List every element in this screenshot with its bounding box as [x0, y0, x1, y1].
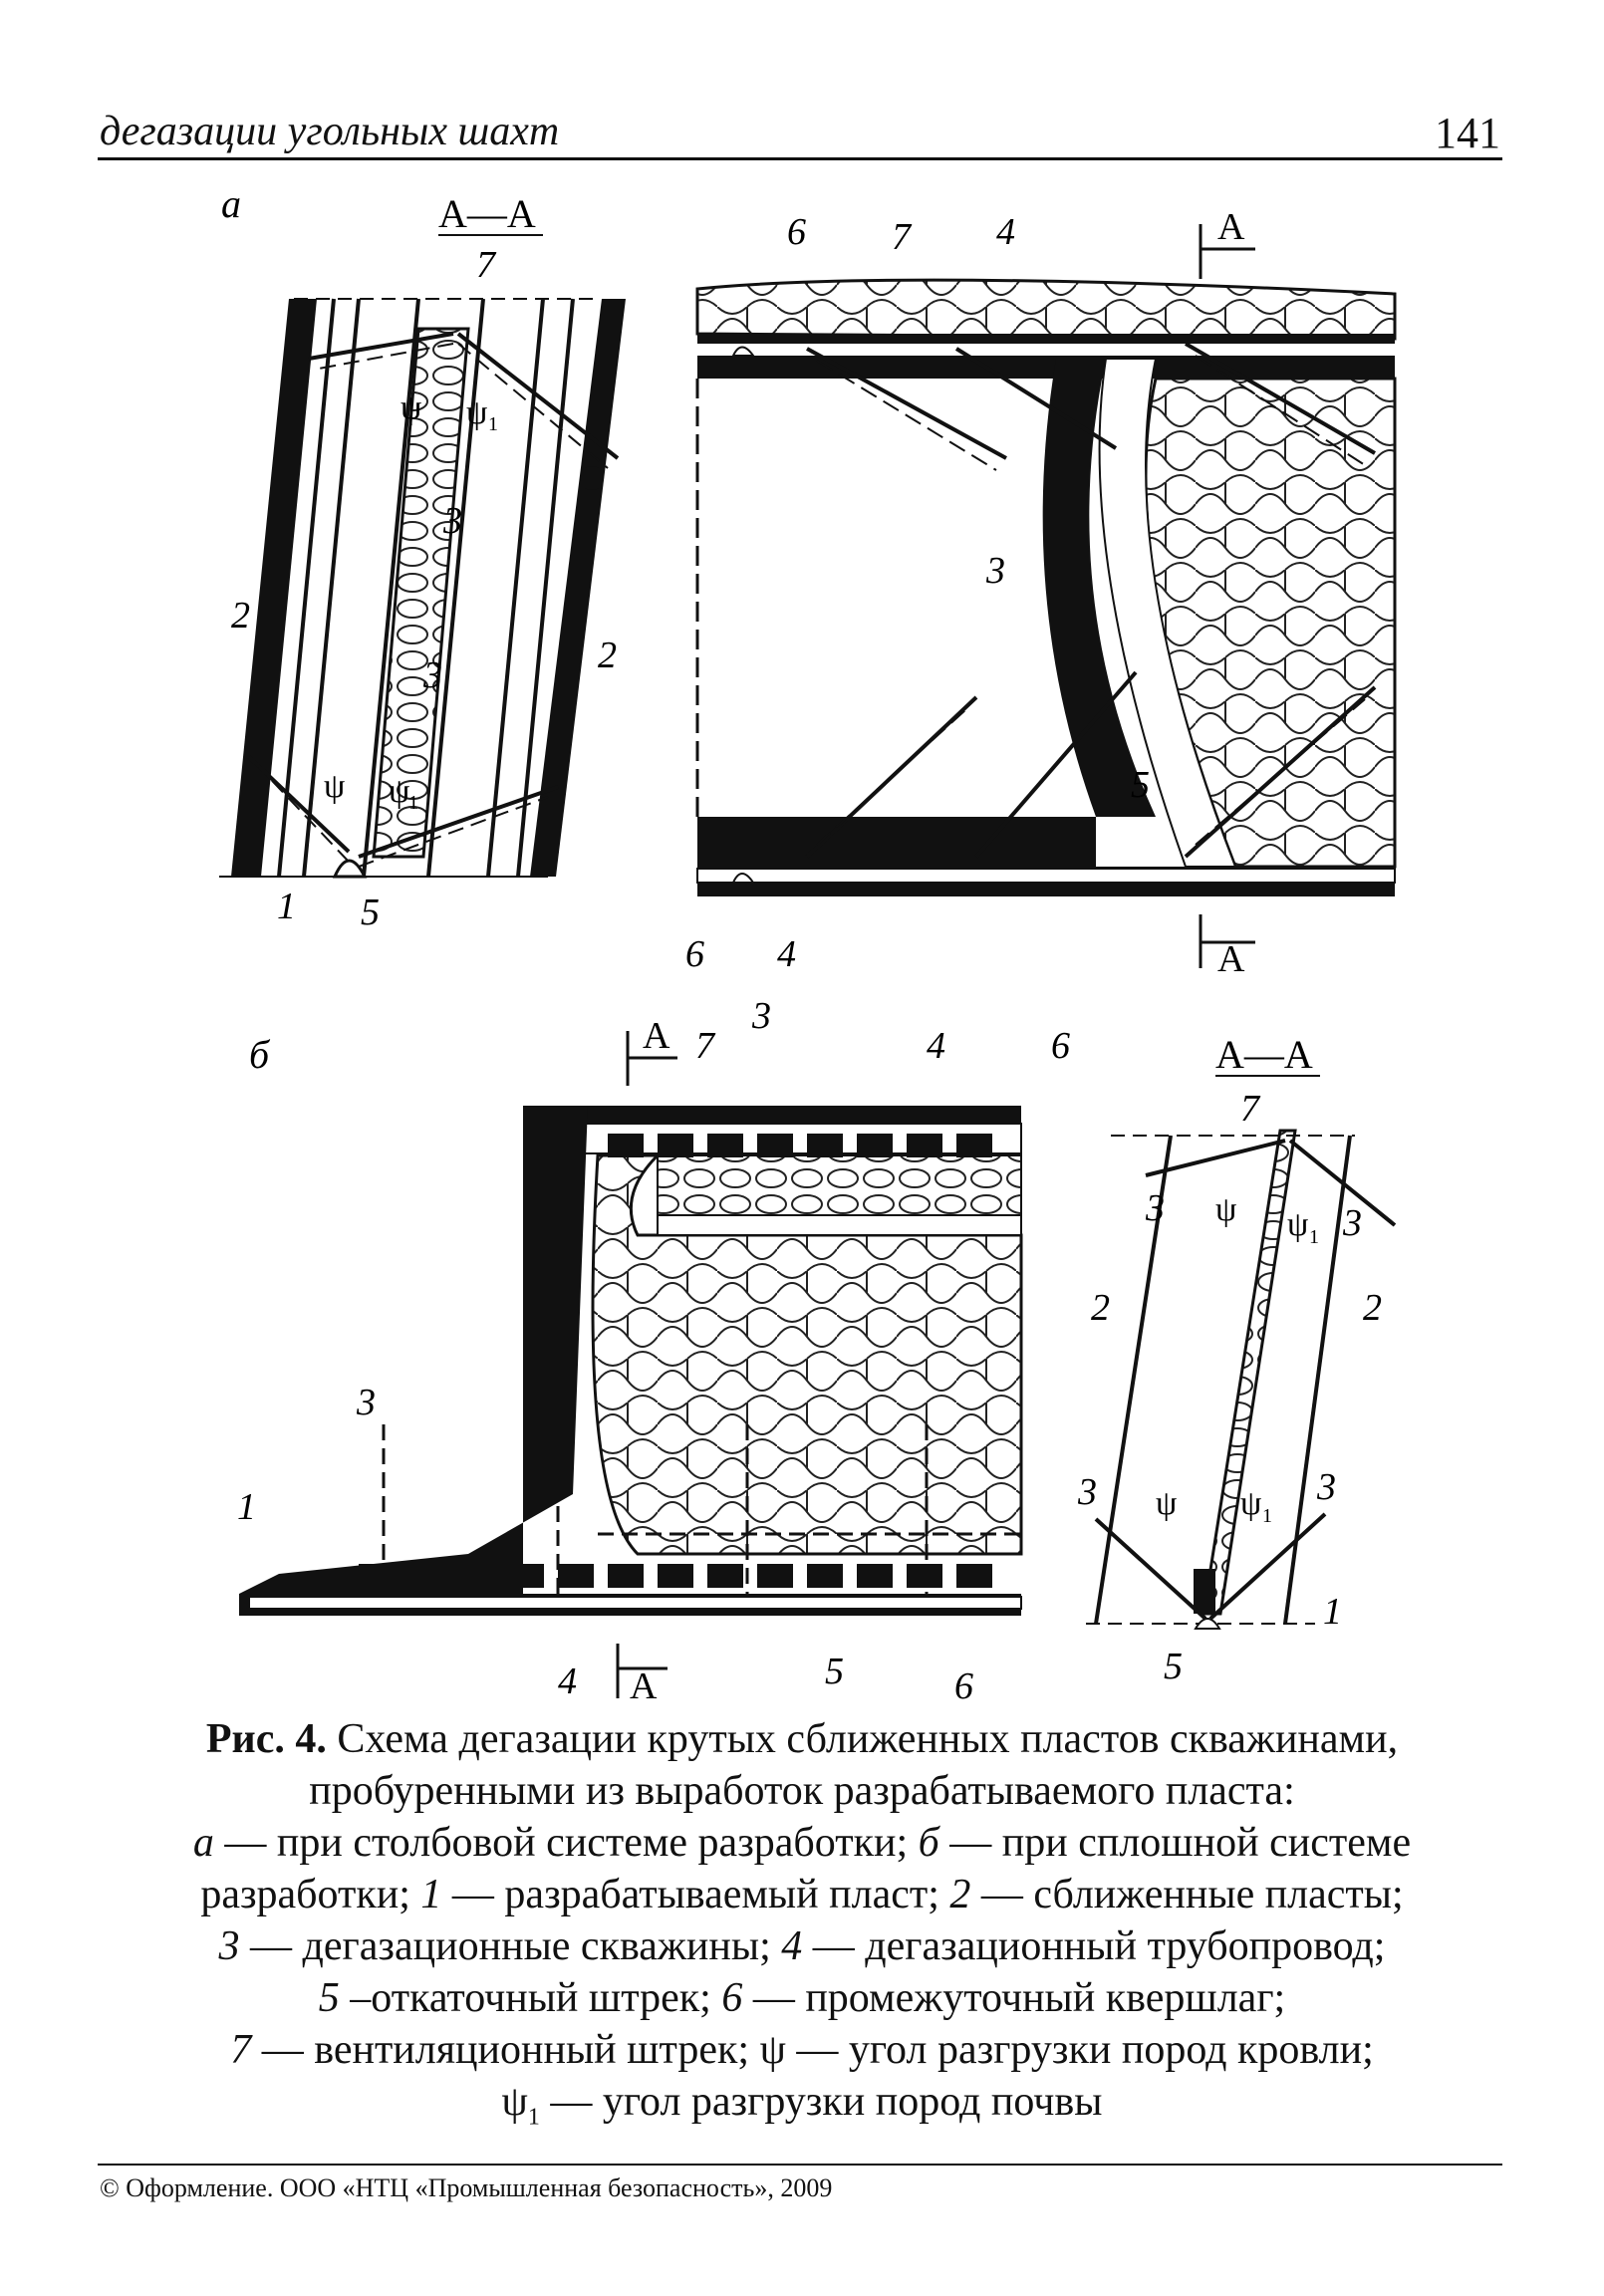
caption-line-6a-text: –откаточный штрек;: [339, 1975, 722, 2021]
panel-a-letter: а: [221, 181, 241, 226]
label-1-a: 1: [277, 886, 296, 927]
panel-b-letter: б: [249, 1032, 271, 1077]
caption-key-2: 2: [949, 1872, 971, 1917]
label-psi1-a-bottom: ψ: [389, 773, 409, 810]
label-1-b-section: 1: [1323, 1591, 1342, 1633]
caption-line-7: 7 — вентиляционный штрек; ψ — угол разгр…: [100, 2024, 1504, 2076]
label-3-plan: 3: [985, 550, 1005, 592]
caption-key-1: 1: [420, 1872, 442, 1917]
panel-b-section-label: А—А: [1215, 1032, 1313, 1077]
caption-line-1: Рис. 4. Схема дегазации крутых сближенны…: [100, 1713, 1504, 1765]
caption-line-4c-text: — сближенные пласты;: [970, 1872, 1404, 1917]
label-4-b-plan-bottom: 4: [558, 1660, 577, 1702]
caption-line-8: ψ1 — угол разгрузки пород почвы: [100, 2076, 1504, 2143]
caption-key-psi: ψ: [759, 2027, 786, 2073]
caption-line-6b-text: — промежуточный квершлаг;: [742, 1975, 1286, 2021]
label-4-plan-top: 4: [996, 211, 1015, 253]
label-2-b-section-left: 2: [1091, 1287, 1110, 1329]
label-1-b-plan: 1: [237, 1486, 256, 1528]
figure-caption: Рис. 4. Схема дегазации крутых сближенны…: [100, 1713, 1504, 2143]
label-6-plan-top: 6: [787, 211, 806, 253]
label-2-a-left: 2: [231, 595, 250, 637]
caption-key-psi1: ψ: [501, 2079, 528, 2125]
label-psi1-b-section-bottom: ψ: [1240, 1485, 1261, 1522]
caption-line-5a-text: — дегазационные скважины;: [239, 1923, 782, 1969]
caption-title: Рис. 4.: [205, 1716, 327, 1762]
label-3-b-section-tl: 3: [1145, 1187, 1165, 1229]
label-psi-a: ψ: [401, 389, 421, 426]
caption-line-5: 3 — дегазационные скважины; 4 — дегазаци…: [100, 1920, 1504, 1972]
running-header-title: дегазации угольных шахт: [100, 109, 560, 154]
label-psi-b-section: ψ: [1215, 1191, 1236, 1228]
panel-a-section: а А—А 7: [219, 181, 626, 933]
figure-4-diagram: а А—А 7: [219, 181, 1397, 1707]
caption-key-6: 6: [721, 1975, 743, 2021]
caption-line-3: а — при столбовой системе разработки; б …: [100, 1817, 1504, 1869]
panel-b-section: А—А 7 3 ψ ψ 1 3 2 2 3 ψ ψ 1 3 1 5: [1077, 1032, 1397, 1687]
label-5-a: 5: [361, 892, 380, 933]
label-2-b-section-right: 2: [1363, 1287, 1382, 1329]
label-6-plan-bottom: 6: [685, 933, 704, 975]
label-4-plan-bottom: 4: [777, 933, 796, 975]
panel-b-plan: б: [237, 995, 1070, 1707]
caption-line-3a-text: — при столбовой системе разработки;: [213, 1820, 919, 1866]
caption-line-3b-text: — при сплошной системе: [938, 1820, 1412, 1866]
caption-line-6: 5 –откаточный штрек; 6 — промежуточный к…: [100, 1972, 1504, 2024]
label-psi1-sub-b-section: 1: [1309, 1226, 1319, 1248]
caption-key-7: 7: [230, 2027, 252, 2073]
label-psi-a-bottom: ψ: [324, 768, 345, 805]
footer-rule: [98, 2164, 1502, 2166]
label-7-b-section: 7: [1240, 1088, 1261, 1130]
caption-line-4: разработки; 1 — разрабатываемый пласт; 2…: [100, 1869, 1504, 1920]
panel-a-plan: А А 6 7 4 3 5 6 4: [685, 206, 1397, 980]
label-3-b-plan-top: 3: [751, 995, 771, 1037]
label-3-b-section-tr: 3: [1342, 1202, 1362, 1244]
label-2-a-right: 2: [598, 635, 617, 676]
panel-a-section-label: А—А: [438, 191, 536, 236]
label-6-b-plan-top: 6: [1051, 1025, 1070, 1067]
section-mark-b-bottom: А: [630, 1665, 658, 1707]
section-mark-a-bottom: А: [1217, 938, 1245, 980]
caption-line-4b-text: — разрабатываемый пласт;: [441, 1872, 950, 1917]
caption-line-5b-text: — дегазационный трубопровод;: [802, 1923, 1386, 1969]
label-3-b-plan-left: 3: [356, 1382, 376, 1423]
caption-key-psi1-sub: 1: [527, 2104, 540, 2131]
caption-line-1-text: Схема дегазации крутых сближенных пласто…: [326, 1716, 1399, 1762]
header-rule: [98, 157, 1502, 160]
label-psi1-sub-a: 1: [488, 413, 498, 435]
label-psi1-b-section: ψ: [1287, 1206, 1308, 1243]
section-mark-a-top: А: [1217, 206, 1245, 248]
label-7-b-plan: 7: [695, 1025, 716, 1067]
label-psi1-a: ψ: [466, 394, 487, 431]
caption-key-5: 5: [318, 1975, 340, 2021]
caption-key-3: 3: [218, 1923, 240, 1969]
label-3-a-top: 3: [442, 500, 462, 542]
label-psi1-sub-a-bottom: 1: [408, 792, 418, 814]
caption-key-a: а: [192, 1820, 214, 1866]
caption-line-4a-text: разработки;: [200, 1872, 421, 1917]
label-4-b-plan-top: 4: [927, 1025, 945, 1067]
caption-line-7a-text: — вентиляционный штрек;: [251, 2027, 760, 2073]
caption-line-8-text: — угол разгрузки пород почвы: [539, 2079, 1103, 2125]
label-3-b-section-br: 3: [1316, 1466, 1336, 1508]
label-7-plan: 7: [892, 216, 913, 258]
label-3-b-section-bl: 3: [1077, 1471, 1097, 1513]
caption-key-4: 4: [781, 1923, 803, 1969]
label-6-b-plan-bottom: 6: [954, 1665, 973, 1707]
copyright-footer: © Оформление. ООО «НТЦ «Промышленная без…: [100, 2173, 833, 2202]
label-psi1-sub-b-section-bottom: 1: [1262, 1505, 1272, 1527]
label-7-a: 7: [476, 244, 497, 286]
caption-key-b: б: [918, 1820, 939, 1866]
label-5-plan: 5: [1131, 764, 1150, 806]
label-psi-b-section-bottom: ψ: [1156, 1485, 1177, 1522]
page-number: 141: [1435, 109, 1500, 157]
label-3-a-mid: 3: [422, 654, 442, 696]
caption-line-2: пробуренными из выработок разрабатываемо…: [309, 1768, 1295, 1814]
section-mark-b-top: А: [643, 1015, 670, 1057]
caption-line-7b-text: — угол разгрузки пород кровли;: [785, 2027, 1374, 2073]
label-5-b-section: 5: [1164, 1646, 1183, 1687]
label-5-b-plan: 5: [825, 1651, 844, 1692]
